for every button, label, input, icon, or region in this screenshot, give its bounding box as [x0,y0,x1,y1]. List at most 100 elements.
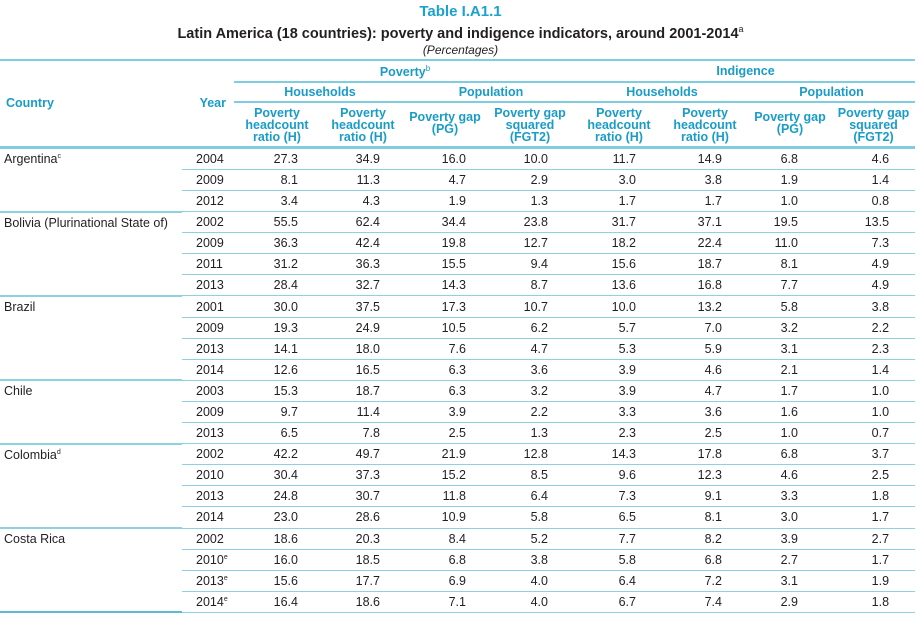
cell-year: 2009 [182,317,234,339]
cell-country [0,317,182,338]
cell-country [0,570,182,591]
col-poverty-population: Population [406,81,576,103]
cell-country: Argentinac [4,151,62,166]
cell-value: 1.7 [662,190,748,213]
cell-year: 2009 [182,232,234,255]
cell-value: 1.7 [748,380,832,402]
cell-value: 14.3 [576,443,662,466]
cell-value: 6.8 [662,549,748,571]
cell-value: 5.7 [576,317,662,339]
col-indigence-population: Population [748,81,916,103]
cell-value: 1.0 [748,190,832,213]
cell-value: 23.8 [484,211,576,234]
cell-value: 30.0 [234,295,320,318]
cell-year: 2014e [182,591,234,613]
cell-value: 19.5 [748,211,832,234]
cell-value: 1.0 [832,380,916,402]
table-subtitle: (Percentages) [422,42,499,57]
cell-value: 3.9 [406,401,484,424]
cell-country [0,190,182,213]
cell-value: 19.8 [406,232,484,255]
cell-value: 4.6 [748,464,832,487]
cell-value: 3.8 [662,169,748,192]
col-ind-pop-fgt2: Poverty gap squared (FGT2) [832,101,916,149]
cell-value: 2.2 [484,401,576,424]
cell-value: 18.0 [320,338,406,360]
cell-year: 2002 [182,528,234,550]
cell-value: 5.8 [484,506,576,529]
cell-value: 19.3 [234,317,320,339]
cell-value: 12.7 [484,232,576,255]
cell-value: 14.9 [662,147,748,170]
cell-country [0,422,182,445]
cell-year: 2004 [182,147,234,170]
cell-value: 3.1 [748,338,832,360]
cell-value: 9.1 [662,485,748,508]
cell-value: 11.8 [406,485,484,508]
cell-value: 6.8 [406,549,484,571]
cell-value: 5.9 [662,338,748,360]
cell-value: 17.8 [662,443,748,466]
cell-value: 1.8 [832,485,916,508]
cell-value: 15.3 [234,380,320,402]
cell-value: 2.3 [576,422,662,445]
cell-country: Bolivia (Plurinational State of) [4,215,168,230]
cell-value: 1.9 [832,570,916,592]
cell-value: 4.7 [406,169,484,192]
cell-value: 4.7 [484,338,576,360]
col-year: Year [182,58,234,149]
cell-year: 2012 [182,190,234,213]
cell-value: 31.7 [576,211,662,234]
cell-value: 1.3 [484,422,576,445]
cell-value: 30.4 [234,464,320,487]
cell-value: 9.6 [576,464,662,487]
cell-value: 4.9 [832,274,916,297]
cell-value: 13.2 [662,295,748,318]
cell-value: 8.2 [662,528,748,550]
cell-year: 2013 [182,274,234,297]
cell-value: 42.2 [234,443,320,466]
cell-value: 20.3 [320,528,406,550]
cell-value: 1.7 [832,549,916,571]
cell-value: 34.4 [406,211,484,234]
cell-value: 30.7 [320,485,406,508]
cell-value: 1.3 [484,190,576,213]
cell-value: 15.2 [406,464,484,487]
cell-year: 2011 [182,253,234,276]
cell-country [0,359,182,382]
cell-value: 7.6 [406,338,484,360]
cell-value: 5.8 [576,549,662,571]
cell-value: 11.0 [748,232,832,255]
cell-value: 3.0 [576,169,662,192]
cell-year: 2013 [182,485,234,508]
cell-value: 16.8 [662,274,748,297]
cell-value: 3.8 [832,295,916,318]
cell-value: 2.1 [748,359,832,381]
cell-value: 11.3 [320,169,406,192]
table-number: Table I.A1.1 [419,3,502,20]
cell-value: 7.0 [662,317,748,339]
cell-value: 7.8 [320,422,406,445]
cell-value: 10.7 [484,295,576,318]
col-group-poverty: Povertyb [234,58,576,83]
cell-value: 36.3 [320,253,406,276]
cell-country [0,274,182,297]
cell-year: 2001 [182,295,234,318]
col-pov-hh-h2: Poverty headcount ratio (H) [320,101,406,149]
cell-value: 12.6 [234,359,320,381]
cell-country [0,254,182,275]
cell-value: 7.3 [832,232,916,255]
cell-value: 3.7 [832,443,916,466]
cell-year: 2009 [182,401,234,424]
cell-value: 11.4 [320,401,406,424]
